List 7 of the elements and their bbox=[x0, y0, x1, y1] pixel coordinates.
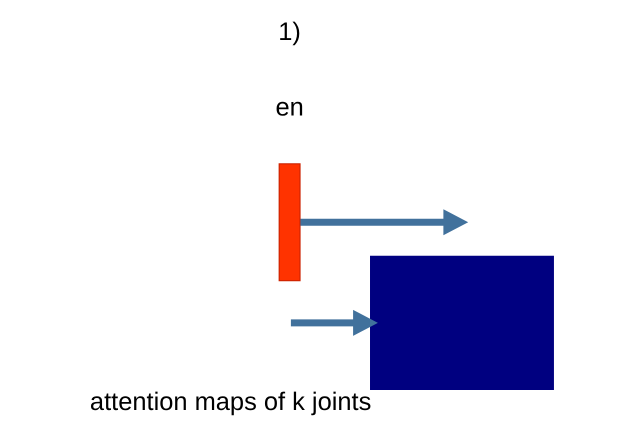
arrow bbox=[300, 209, 468, 236]
node-box bbox=[370, 256, 554, 390]
node-label: attention maps of k joints bbox=[90, 388, 372, 416]
node-bar bbox=[278, 163, 301, 282]
label: 1) bbox=[278, 18, 301, 46]
label: en bbox=[275, 93, 304, 122]
arrow bbox=[290, 310, 378, 336]
